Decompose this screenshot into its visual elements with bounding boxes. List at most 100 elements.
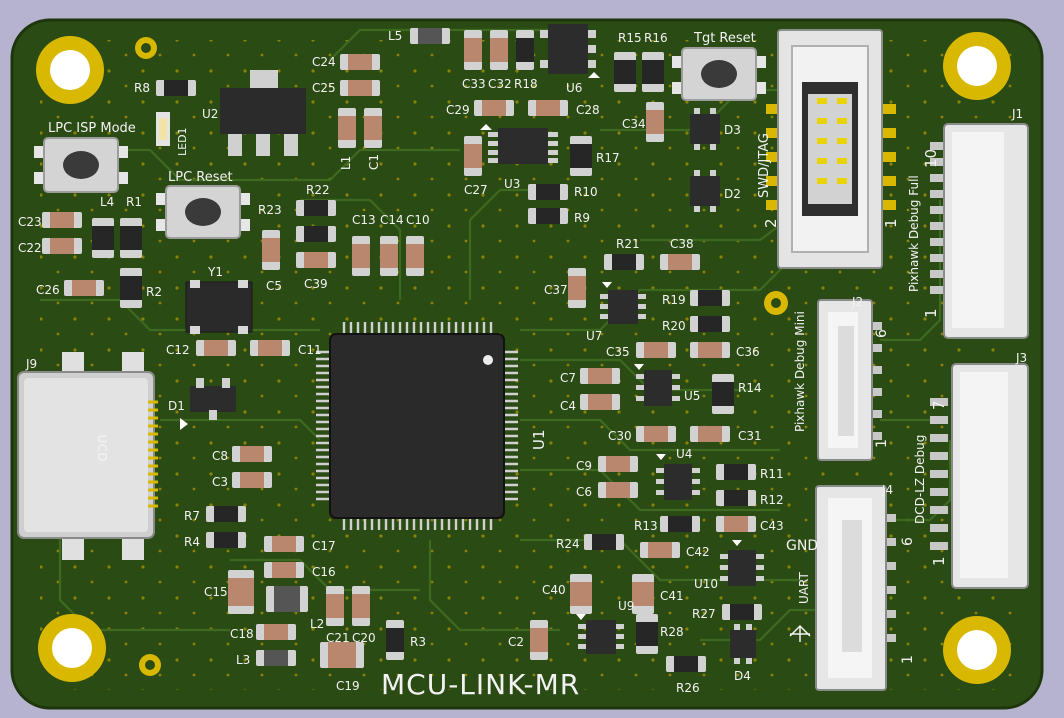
connector-uart[interactable] (815, 485, 896, 691)
smd-capacitor (580, 368, 620, 384)
smd-capacitor (570, 574, 592, 614)
uart-label: UART (797, 572, 811, 604)
smd-resistor (716, 464, 756, 480)
diode-d4 (730, 624, 756, 664)
pin-swd-2: 2 (762, 218, 780, 228)
ref-u10: U10 (694, 577, 718, 591)
smd-capacitor (660, 254, 700, 270)
smd-capacitor (640, 542, 680, 558)
smd-capacitor (364, 108, 382, 148)
button-lpc-reset[interactable] (156, 185, 250, 239)
smd-resistor (296, 200, 336, 216)
ref-c7: C7 (560, 371, 576, 385)
regulator-u2 (220, 70, 306, 156)
ref-d1: D1 (168, 399, 185, 413)
smd-capacitor (690, 342, 730, 358)
smd-capacitor (530, 620, 548, 660)
pin-j1-1: 1 (922, 308, 940, 318)
smd-capacitor (474, 100, 514, 116)
ref-r23: R23 (258, 203, 282, 217)
silkscreen-labels: MCU-LINK-MR LPC ISP Mode LPC Reset Tgt R… (18, 29, 1027, 701)
connector-pixhawk-debug-full[interactable] (930, 123, 1029, 339)
ref-j4: J4 (881, 483, 893, 497)
ref-d2: D2 (724, 187, 741, 201)
smd-resistor (712, 374, 734, 414)
smd-resistor (120, 218, 142, 258)
smd-capacitor (646, 102, 664, 142)
ref-r20: R20 (662, 319, 686, 333)
smd-resistor (516, 30, 534, 70)
ref-c23: C23 (18, 215, 42, 229)
ref-u4: U4 (676, 447, 692, 461)
smd-capacitor (64, 280, 104, 296)
smd-capacitor (406, 236, 424, 276)
ref-u9: U9 (618, 599, 634, 613)
pin-j3-1: 1 (930, 556, 948, 566)
ic-u4 (656, 454, 700, 500)
smd-resistor (690, 316, 730, 332)
ref-r9: R9 (574, 211, 590, 225)
ref-u3: U3 (504, 177, 520, 191)
ref-u6: U6 (566, 81, 582, 95)
usb-c-connector[interactable]: ᴜᴄᴅ (17, 352, 158, 560)
smd-capacitor (42, 212, 82, 228)
ref-c11: C11 (298, 343, 322, 357)
ref-c32: C32 (488, 77, 512, 91)
smd-resistor (722, 604, 762, 620)
ref-r26: R26 (676, 681, 700, 695)
smd-capacitor (598, 456, 638, 472)
button-tgt-reset[interactable] (672, 47, 766, 101)
smd-resistor (642, 52, 664, 92)
ref-c3: C3 (212, 475, 228, 489)
smd-resistor (156, 80, 196, 96)
button-lpc-isp-mode[interactable] (34, 137, 128, 193)
smd-capacitor (256, 624, 296, 640)
smd-capacitor (352, 586, 370, 626)
ic-u10 (720, 540, 764, 586)
ref-c4: C4 (560, 399, 576, 413)
smd-resistor (716, 490, 756, 506)
diode-d3 (690, 108, 720, 150)
pin-uart-6: 6 (900, 537, 916, 546)
ref-c37: C37 (544, 283, 568, 297)
connector-dcd-lz-debug[interactable] (930, 363, 1029, 589)
ref-r27: R27 (692, 607, 716, 621)
smd-capacitor (232, 446, 272, 462)
smd-resistor (528, 208, 568, 224)
led1 (156, 112, 170, 146)
ref-c34: C34 (622, 117, 646, 131)
smd-capacitor (580, 394, 620, 410)
ic-u5 (634, 364, 680, 406)
swd-jtag-header[interactable] (766, 29, 896, 269)
ref-c22: C22 (18, 241, 42, 255)
button-lpc-reset-label: LPC Reset (168, 170, 233, 185)
ref-c13: C13 (352, 213, 376, 227)
pin-j3-7: 7 (930, 400, 948, 410)
ref-d3: D3 (724, 123, 741, 137)
connector-pixhawk-debug-mini[interactable] (817, 299, 882, 461)
uart-arrows-icon (789, 624, 811, 642)
ref-c29: C29 (446, 103, 470, 117)
button-lpc-isp-label: LPC ISP Mode (48, 121, 136, 136)
ref-l3: L3 (236, 653, 250, 667)
smd-resistor (636, 614, 658, 654)
smd-capacitor (598, 482, 638, 498)
ic-u9 (576, 614, 624, 654)
ref-r21: R21 (616, 237, 640, 251)
smd-capacitor (264, 562, 304, 578)
ref-c27: C27 (464, 183, 488, 197)
smd-resistor (92, 218, 114, 258)
button-tgt-reset-label: Tgt Reset (693, 31, 756, 46)
smd-capacitor (716, 516, 756, 532)
ref-c2: C2 (508, 635, 524, 649)
dcd-label: DCD-LZ Debug (913, 435, 927, 524)
ref-c25: C25 (312, 81, 336, 95)
ref-u5: U5 (684, 389, 700, 403)
crystal-y1 (185, 280, 253, 334)
ref-r4: R4 (184, 535, 200, 549)
ref-j9: J9 (25, 357, 37, 371)
ref-c18: C18 (230, 627, 254, 641)
ref-u1: U1 (530, 429, 548, 450)
